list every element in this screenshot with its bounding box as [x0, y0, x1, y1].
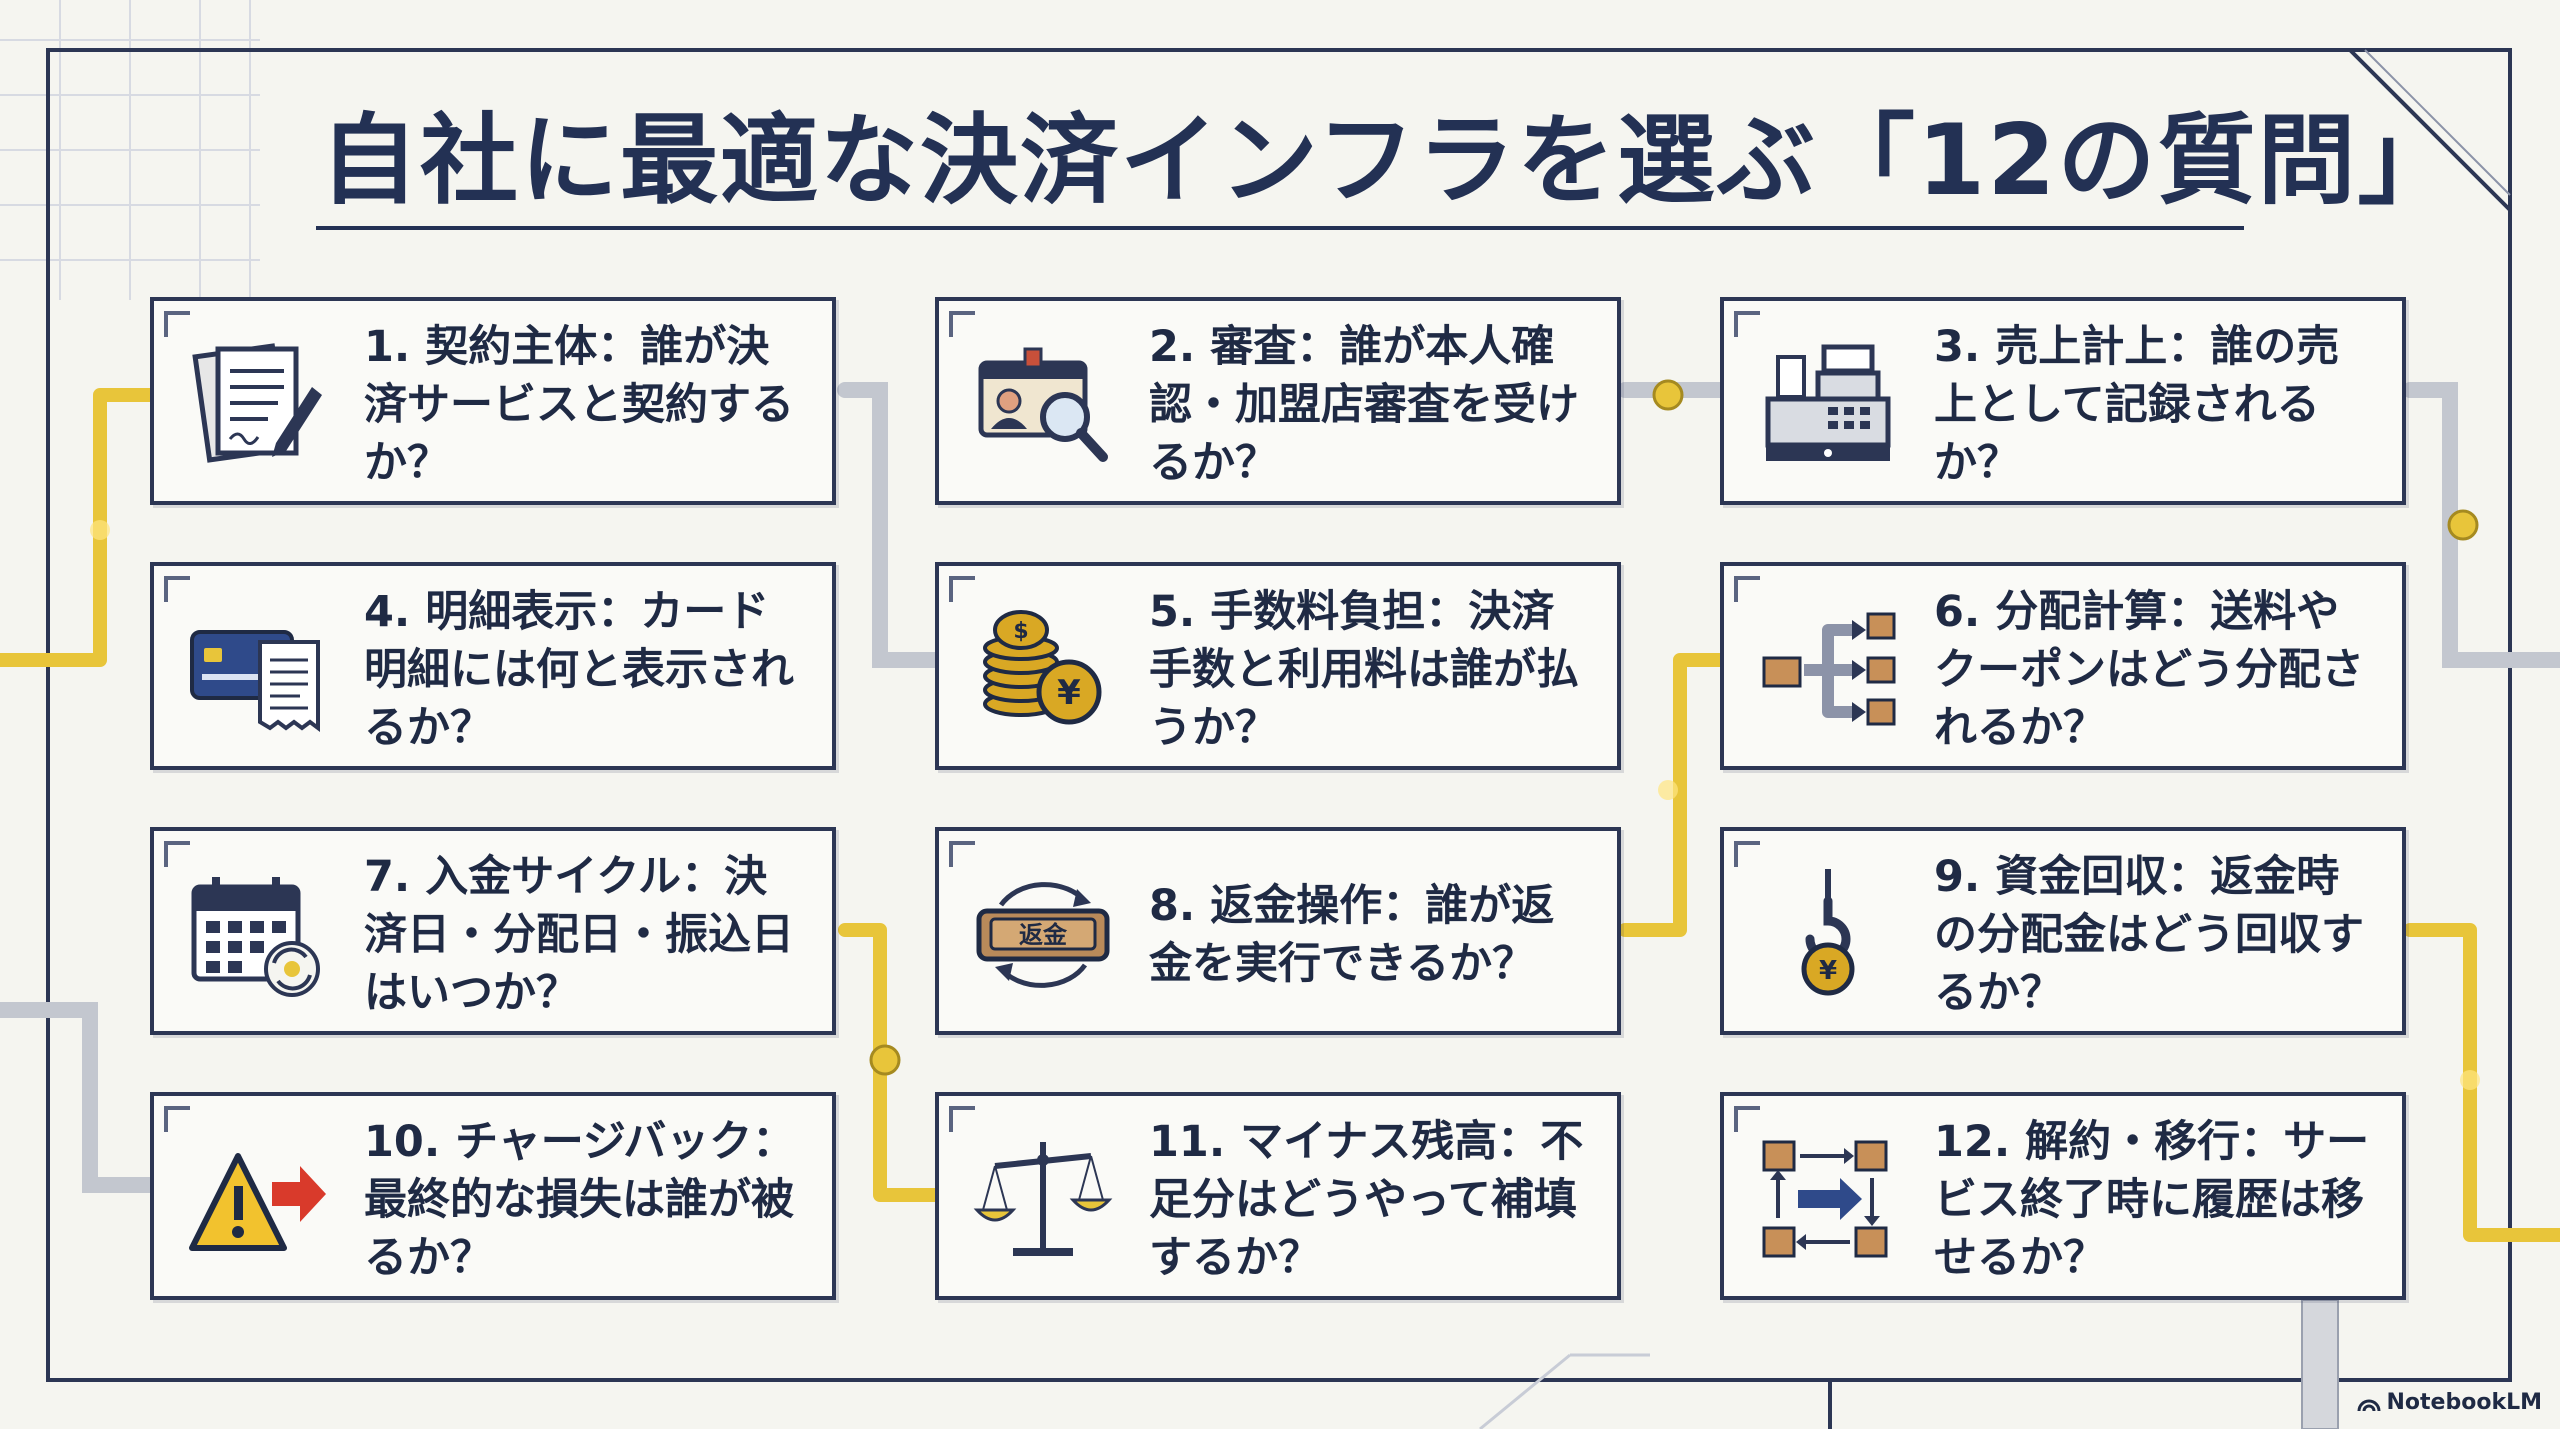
question-card-9: ¥ 9. 資金回収：返金時の分配金はどう回収するか？: [1720, 827, 2406, 1035]
refund-badge-label: 返金: [1019, 921, 1068, 949]
question-text: 6. 分配計算：送料やクーポンはどう分配されるか？: [1934, 587, 2364, 753]
question-card-8: 返金 8. 返金操作：誰が返金を実行できるか？: [935, 827, 1621, 1035]
notebooklm-icon: [2357, 1399, 2381, 1411]
refund-cycle-icon: 返金: [973, 865, 1113, 1005]
calendar-cycle-icon: [188, 865, 328, 1005]
cash-register-icon: [1758, 335, 1898, 475]
question-card-12: 12. 解約・移行：サービス終了時に履歴は移せるか？: [1720, 1092, 2406, 1300]
warning-arrow-icon: [188, 1130, 328, 1270]
question-text: 7. 入金サイクル：決済日・分配日・振込日はいつか？: [364, 852, 794, 1018]
question-card-4: 4. 明細表示：カード明細には何と表示されるか？: [150, 562, 836, 770]
contract-document-icon: [188, 335, 328, 475]
distribution-boxes-icon: [1758, 600, 1898, 740]
balance-scale-icon: [973, 1130, 1113, 1270]
hook-coin-icon: ¥: [1758, 865, 1898, 1005]
title-underline: [316, 226, 2244, 230]
question-card-3: 3. 売上計上：誰の売上として記録されるか？: [1720, 297, 2406, 505]
question-text: 4. 明細表示：カード明細には何と表示されるか？: [364, 587, 794, 753]
svg-text:¥: ¥: [1819, 956, 1837, 986]
id-card-magnifier-icon: [973, 335, 1113, 475]
question-text: 12. 解約・移行：サービス終了時に履歴は移せるか？: [1934, 1117, 2370, 1283]
question-text: 10. チャージバック：最終的な損失は誰が被るか？: [364, 1117, 796, 1283]
credit-card-receipt-icon: [188, 600, 328, 740]
migration-boxes-icon: [1758, 1130, 1898, 1270]
question-text: 3. 売上計上：誰の売上として記録されるか？: [1934, 322, 2340, 488]
question-card-11: 11. マイナス残高：不足分はどうやって補填するか？: [935, 1092, 1621, 1300]
question-text: 5. 手数料負担：決済手数と利用料は誰が払うか？: [1149, 587, 1579, 753]
coin-stack-icon: $ ¥: [973, 600, 1113, 740]
question-card-1: 1. 契約主体：誰が決済サービスと契約するか？: [150, 297, 836, 505]
question-text: 9. 資金回収：返金時の分配金はどう回収するか？: [1934, 852, 2364, 1018]
question-card-10: 10. チャージバック：最終的な損失は誰が被るか？: [150, 1092, 836, 1300]
question-text: 1. 契約主体：誰が決済サービスと契約するか？: [364, 322, 794, 488]
svg-text:$: $: [1013, 619, 1028, 644]
question-text: 2. 審査：誰が本人確認・加盟店審査を受けるか？: [1149, 322, 1579, 488]
question-text: 11. マイナス残高：不足分はどうやって補填するか？: [1149, 1117, 1584, 1283]
question-card-5: $ ¥ 5. 手数料負担：決済手数と利用料は誰が払うか？: [935, 562, 1621, 770]
question-card-6: 6. 分配計算：送料やクーポンはどう分配されるか？: [1720, 562, 2406, 770]
notebooklm-logo: NotebookLM: [2357, 1390, 2542, 1415]
question-text: 8. 返金操作：誰が返金を実行できるか？: [1149, 881, 1555, 989]
question-card-2: 2. 審査：誰が本人確認・加盟店審査を受けるか？: [935, 297, 1621, 505]
svg-text:¥: ¥: [1057, 673, 1081, 713]
question-card-7: 7. 入金サイクル：決済日・分配日・振込日はいつか？: [150, 827, 836, 1035]
footer-brand: NotebookLM: [2386, 1390, 2542, 1415]
page-title: 自社に最適な決済インフラを選ぶ「12の質問」: [320, 104, 2458, 218]
